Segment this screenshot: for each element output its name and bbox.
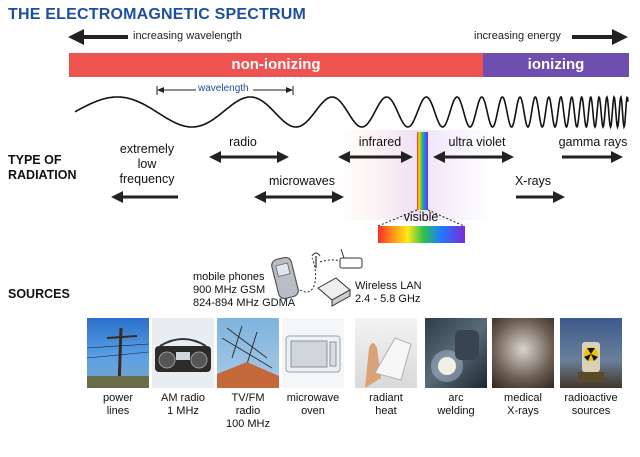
antenna-icon — [311, 252, 321, 268]
tv-antenna-photo — [217, 318, 279, 388]
source-caption-power-lines: power lines — [103, 392, 133, 417]
energy-arrow — [572, 29, 628, 45]
radio-label: radio — [229, 135, 257, 149]
xrays-label: X-rays — [514, 174, 552, 188]
radioactive-source-photo — [560, 318, 622, 388]
medical-xray-photo — [492, 318, 554, 388]
ionizing-label: ionizing — [527, 56, 585, 73]
am-radio-photo — [152, 318, 214, 388]
ultraviolet-label: ultra violet — [448, 135, 506, 149]
source-caption-arc-welding: arc welding — [437, 392, 475, 417]
source-caption-medical-xrays: medical X-rays — [504, 392, 542, 417]
elf-label: extremely low frequency — [119, 142, 175, 186]
source-caption-tv-fm-radio: TV/FM radio 100 MHz — [225, 392, 271, 430]
source-caption-microwave-oven: microwave oven — [286, 392, 340, 417]
radiant-heat-photo — [355, 318, 417, 388]
non-ionizing-band — [69, 53, 483, 77]
microwave-oven-photo — [282, 318, 344, 388]
wireless-lan-label: Wireless LAN 2.4 - 5.8 GHz — [355, 280, 422, 305]
increasing-energy-label: increasing energy — [474, 30, 561, 42]
arc-welding-photo — [425, 318, 487, 388]
gamma-rays-label: gamma rays — [558, 135, 628, 149]
microwaves-label: microwaves — [269, 174, 335, 188]
visible-spectrum-bar — [378, 226, 465, 243]
wavelength-indicator — [156, 86, 294, 95]
router-icon — [339, 248, 363, 269]
source-caption-radiant-heat: radiant heat — [369, 392, 403, 417]
type-of-radiation-label: TYPE OF RADIATION — [8, 153, 77, 182]
source-caption-radioactive-sources: radioactive sources — [564, 392, 618, 417]
power-lines-photo — [87, 318, 149, 388]
sources-label: SOURCES — [8, 287, 70, 301]
wave-line — [74, 94, 629, 130]
source-caption-am-radio: AM radio 1 MHz — [160, 392, 206, 417]
visible-band — [417, 132, 428, 210]
visible-label: visible — [403, 210, 439, 224]
page-title: THE ELECTROMAGNETIC SPECTRUM — [8, 6, 307, 23]
mobile-phone-icon — [271, 256, 299, 300]
ionizing-band — [483, 53, 629, 77]
infrared-label: infrared — [358, 135, 402, 149]
laptop-icon — [317, 277, 351, 307]
mobile-phones-label: mobile phones 900 MHz GSM 824-894 MHz GD… — [193, 271, 296, 309]
wavelength-arrow — [68, 29, 128, 45]
increasing-wavelength-label: increasing wavelength — [133, 30, 242, 42]
non-ionizing-label: non-ionizing — [231, 56, 321, 73]
wavelength-label: wavelength — [198, 83, 249, 94]
